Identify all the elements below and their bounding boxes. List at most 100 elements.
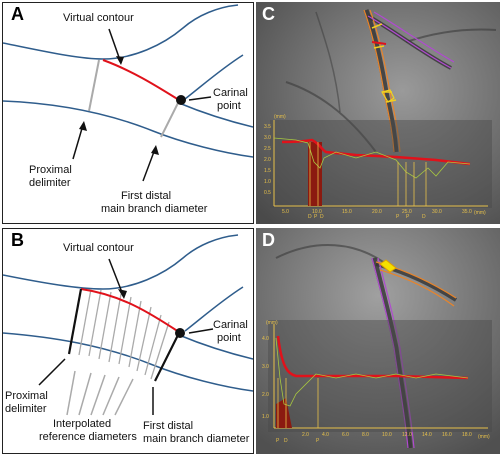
- vessel-upper-wall: [3, 234, 239, 290]
- virtual-contour-line: [102, 59, 180, 101]
- chart-d-x-tick: 18.0: [462, 432, 472, 438]
- first-distal-label-2: main branch diameter: [101, 203, 208, 215]
- chart-c-x-tick: 20.0: [372, 209, 382, 215]
- chart-c-x-tick: 5.0: [282, 209, 289, 215]
- panel-a-diagram: Virtual contour Carinal point Proximal d…: [3, 4, 253, 215]
- carinal-point-arrow: [188, 96, 212, 101]
- proximal-delimiter-label-2: delimiter: [5, 403, 47, 415]
- chart-d-y-tick: 4.0: [262, 336, 269, 342]
- vessel-lower-wall: [3, 100, 253, 158]
- chart-d-reference-line: [276, 335, 469, 380]
- chart-c-x-tick: 15.0: [342, 209, 352, 215]
- chart-d-x-tick: 14.0: [422, 432, 432, 438]
- chart-d-x-tick: 16.0: [442, 432, 452, 438]
- interpolated-arrows: [66, 370, 134, 416]
- interpolated-diameter-line: [136, 306, 152, 372]
- chart-d-marker-label: P: [316, 438, 320, 444]
- carinal-point-arrow: [188, 328, 214, 334]
- chart-c-diameter-line: [273, 137, 471, 179]
- virtual-contour-label: Virtual contour: [63, 242, 134, 254]
- chart-c-x-tick: 10.0: [312, 209, 322, 215]
- first-distal-label-1: First distal: [143, 420, 193, 432]
- vessel-main-upper-wall: [178, 102, 253, 128]
- vessel-upper-wall: [3, 4, 239, 60]
- proximal-delimiter-arrow: [38, 358, 66, 386]
- interpolated-diameter-line: [78, 288, 92, 356]
- vessel-main-upper-wall: [178, 334, 253, 360]
- panel-d-letter: D: [262, 230, 275, 250]
- chart-c-x-unit: (mm): [474, 210, 486, 216]
- first-distal-arrow: [142, 148, 156, 182]
- first-distal-diameter-line: [160, 100, 180, 138]
- virtual-contour-label: Virtual contour: [63, 12, 134, 24]
- carinal-point-dot: [176, 95, 186, 105]
- interpolated-label-2: reference diameters: [39, 431, 137, 443]
- proximal-delimiter-label-1: Proximal: [5, 390, 48, 402]
- chart-c-marker-label: D: [320, 214, 324, 220]
- proximal-delimiter-label-2: delimiter: [29, 177, 71, 189]
- chart-c-y-tick: 2.0: [264, 157, 271, 163]
- virtual-contour-arrowhead: [118, 289, 127, 299]
- carinal-point-label-2: point: [217, 332, 241, 344]
- panel-a: A Virtual contour Carinal point: [2, 2, 254, 224]
- chart-d-x-tick: 8.0: [362, 432, 369, 438]
- interpolated-diameter-line: [128, 300, 142, 368]
- chart-c-y-tick: 1.0: [264, 179, 271, 185]
- first-distal-arrowhead: [151, 145, 159, 155]
- chart-c-y-tick: 3.0: [264, 135, 271, 141]
- chart-c-y-tick: 1.5: [264, 168, 271, 174]
- chart-c-x-tick: 35.0: [462, 209, 472, 215]
- chart-d-y-tick: 1.0: [262, 414, 269, 420]
- first-distal-label-2: main branch diameter: [143, 433, 250, 445]
- virtual-contour-arrowhead: [116, 56, 124, 65]
- chart-c-marker-label: P: [314, 214, 318, 220]
- chart-c-y-unit: (mm): [274, 114, 286, 120]
- proximal-delimiter-arrowhead: [79, 121, 87, 131]
- panel-a-letter: A: [11, 4, 24, 24]
- chart-d-y-tick: 3.0: [262, 364, 269, 370]
- chart-d-x-tick: 12.0: [402, 432, 412, 438]
- interpolated-diameter-lines: [78, 288, 170, 380]
- interpolated-label-1: Interpolated: [53, 418, 111, 430]
- proximal-delimiter-arrow: [72, 124, 84, 160]
- chart-c-marker-label: P: [396, 214, 400, 220]
- first-distal-label-1: First distal: [121, 190, 171, 202]
- chart-c-reference-line: [281, 138, 471, 166]
- carinal-point-label-1: Carinal: [213, 87, 248, 99]
- chart-c-marker-label: D: [308, 214, 312, 220]
- chart-c-stenosis-fill: [308, 142, 322, 206]
- chart-d-stenosis-fill: [276, 398, 292, 428]
- carinal-point-label-2: point: [217, 100, 241, 112]
- chart-c-y-tick: 3.5: [264, 124, 271, 130]
- chart-d-x-tick: 4.0: [322, 432, 329, 438]
- vessel-side-branch-lower-wall: [184, 54, 244, 100]
- first-distal-diameter-line: [154, 332, 180, 382]
- chart-c-y-tick: 2.5: [264, 146, 271, 152]
- interpolated-diameter-line: [98, 291, 112, 360]
- chart-d-y-unit: (mm): [266, 320, 278, 326]
- carinal-point-dot: [175, 328, 185, 338]
- chart-d-x-tick: 6.0: [342, 432, 349, 438]
- panel-b-letter: B: [11, 230, 24, 250]
- chart-d-x-tick: 10.0: [382, 432, 392, 438]
- virtual-contour-line: [80, 288, 180, 333]
- chart-d-diameter-line: [275, 337, 469, 407]
- chart-c-background: [270, 120, 492, 208]
- carinal-point-label-1: Carinal: [213, 319, 248, 331]
- interpolated-diameter-line: [150, 321, 170, 380]
- chart-c-x-tick: 25.0: [402, 209, 412, 215]
- chart-d-marker-label: D: [284, 438, 288, 444]
- proximal-delimiter-label-1: Proximal: [29, 164, 72, 176]
- chart-c-x-tick: 30.0: [432, 209, 442, 215]
- vessel-lower-wall: [3, 332, 253, 392]
- chart-c-marker-label: D: [422, 214, 426, 220]
- interpolated-diameter-line: [144, 314, 162, 376]
- chart-c-y-tick: 0.5: [264, 190, 271, 196]
